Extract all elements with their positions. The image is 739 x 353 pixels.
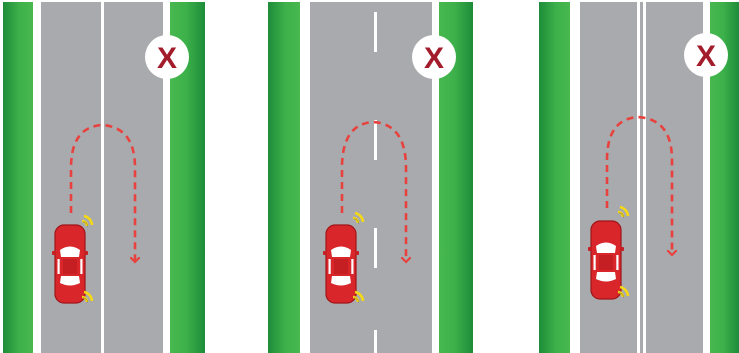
x-mark-icon: X <box>145 35 189 79</box>
panel-1-solid-line: X <box>3 2 205 353</box>
x-mark-icon: X <box>684 33 728 77</box>
svg-text:X: X <box>696 40 716 73</box>
svg-text:X: X <box>157 42 177 75</box>
solid-center-line <box>101 2 104 353</box>
car-icon <box>588 221 624 299</box>
panel-2-broken-line: X <box>268 2 473 353</box>
panel-3-double-solid-line: X <box>539 2 739 353</box>
car-icon <box>323 225 359 303</box>
left-grass-verge <box>3 2 33 353</box>
left-grass-verge <box>268 2 300 353</box>
car-icon <box>52 225 88 303</box>
left-shoulder-line <box>33 2 41 353</box>
svg-text:X: X <box>424 42 444 75</box>
left-shoulder-line <box>300 2 310 353</box>
left-grass-verge <box>539 2 570 353</box>
double-center-line-left <box>637 2 640 353</box>
double-center-line-right <box>643 2 646 353</box>
left-shoulder-line <box>570 2 580 353</box>
x-mark-icon: X <box>412 35 456 79</box>
